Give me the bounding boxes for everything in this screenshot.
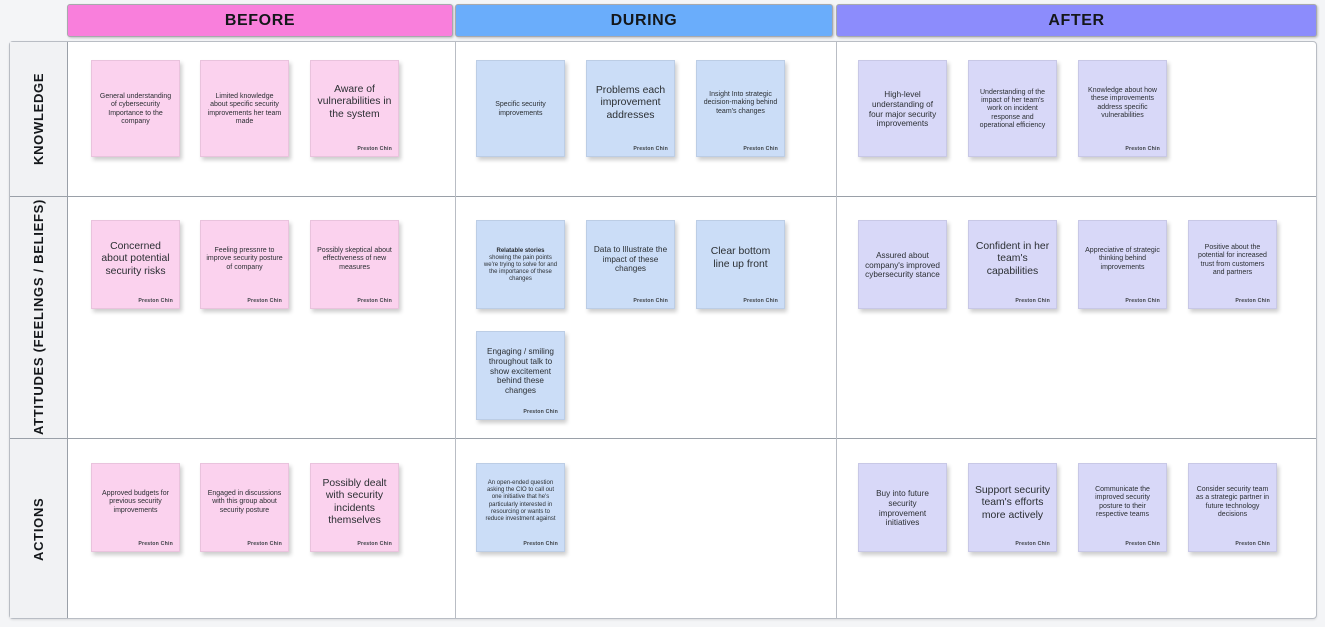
- row-divider-2: [10, 438, 1316, 439]
- sticky-note-text: Communicate the improved security postur…: [1095, 486, 1150, 518]
- sticky-note[interactable]: Positive about the potential for increas…: [1188, 220, 1277, 309]
- sticky-note-text: High-level understanding of four major s…: [868, 90, 937, 129]
- sticky-note-text: Assured about company's improved cyberse…: [865, 250, 940, 280]
- sticky-note[interactable]: General understanding of cybersecurity I…: [91, 60, 180, 157]
- column-header-after-label: AFTER: [1048, 11, 1105, 29]
- sticky-note[interactable]: Knowledge about how these improvements a…: [1078, 60, 1167, 157]
- sticky-note-author: Preston Chin: [1235, 298, 1270, 304]
- sticky-note-text: Support security team's efforts more act…: [974, 485, 1051, 521]
- matrix-grid: KNOWLEDGE ATTITUDES (FEELINGS / BELIEFS)…: [9, 41, 1317, 619]
- sticky-note-author: Preston Chin: [1015, 298, 1050, 304]
- sticky-note-author: Preston Chin: [1125, 298, 1160, 304]
- sticky-note[interactable]: High-level understanding of four major s…: [858, 60, 947, 157]
- sticky-note-author: Preston Chin: [1125, 146, 1160, 152]
- column-header-after[interactable]: AFTER: [836, 4, 1317, 37]
- sticky-note[interactable]: Confident in her team's capabilities Pre…: [968, 220, 1057, 309]
- row-label-column: [10, 42, 68, 618]
- sticky-note[interactable]: Consider security team as a strategic pa…: [1188, 463, 1277, 552]
- column-header-before[interactable]: BEFORE: [67, 4, 453, 37]
- sticky-note-author: Preston Chin: [247, 298, 282, 304]
- row-label-knowledge-text: KNOWLEDGE: [30, 72, 46, 166]
- sticky-note-author: Preston Chin: [357, 298, 392, 304]
- sticky-note[interactable]: Insight Into strategic decision-making b…: [696, 60, 785, 157]
- sticky-note-text: Appreciative of strategic thinking behin…: [1085, 247, 1160, 271]
- sticky-note-text: Consider security team as a strategic pa…: [1195, 486, 1270, 518]
- column-divider-2: [836, 42, 837, 618]
- sticky-note-text: Buy into future security improvement ini…: [876, 489, 929, 528]
- sticky-note-text: Understanding of the impact of her team'…: [979, 88, 1046, 129]
- sticky-note[interactable]: Feeling pressnre to improve security pos…: [200, 220, 289, 309]
- sticky-note[interactable]: Possibly dealt with security incidents t…: [310, 463, 399, 552]
- sticky-note-text: Limited knowledge about specific securit…: [207, 93, 282, 125]
- sticky-note[interactable]: Possibly skeptical about effectiveness o…: [310, 220, 399, 309]
- sticky-note-author: Preston Chin: [1125, 541, 1160, 547]
- sticky-note-text: General understanding of cybersecurity I…: [99, 93, 172, 125]
- sticky-note[interactable]: Relatable stories showing the pain point…: [476, 220, 565, 309]
- column-header-during[interactable]: DURING: [455, 4, 833, 37]
- sticky-note-text: Aware of vulnerabilities in the system: [317, 84, 392, 120]
- sticky-note-text: Positive about the potential for increas…: [1198, 244, 1267, 276]
- sticky-note-author: Preston Chin: [138, 541, 173, 547]
- sticky-note-text: Engaging / smiling throughout talk to sh…: [487, 347, 554, 395]
- sticky-note-text: Knowledge about how these improvements a…: [1088, 87, 1157, 119]
- sticky-note[interactable]: Engaging / smiling throughout talk to sh…: [476, 331, 565, 420]
- sticky-note[interactable]: Buy into future security improvement ini…: [858, 463, 947, 552]
- sticky-note[interactable]: Approved budgets for previous security i…: [91, 463, 180, 552]
- sticky-note[interactable]: Data to Illustrate the impact of these c…: [586, 220, 675, 309]
- sticky-note-author: Preston Chin: [138, 298, 173, 304]
- sticky-note-author: Preston Chin: [357, 146, 392, 152]
- row-label-attitudes-text: ATTITUDES (FEELINGS / BELIEFS): [30, 199, 46, 436]
- sticky-note[interactable]: Support security team's efforts more act…: [968, 463, 1057, 552]
- row-divider-1: [10, 196, 1316, 197]
- sticky-note[interactable]: Problems each improvement addresses Pres…: [586, 60, 675, 157]
- sticky-note-author: Preston Chin: [633, 298, 668, 304]
- sticky-note-author: Preston Chin: [743, 146, 778, 152]
- sticky-note-lead: Relatable stories: [496, 247, 545, 254]
- sticky-note[interactable]: Limited knowledge about specific securit…: [200, 60, 289, 157]
- sticky-note-text: Insight Into strategic decision-making b…: [703, 91, 778, 115]
- sticky-note-author: Preston Chin: [247, 541, 282, 547]
- sticky-note-text: showing the pain points we're trying to …: [483, 254, 558, 283]
- sticky-note-author: Preston Chin: [743, 298, 778, 304]
- sticky-note[interactable]: Clear bottom line up front Preston Chin: [696, 220, 785, 309]
- sticky-note-text: Concerned about potential security risks: [101, 241, 170, 277]
- column-header-before-label: BEFORE: [224, 11, 296, 29]
- sticky-note-author: Preston Chin: [357, 541, 392, 547]
- sticky-note-author: Preston Chin: [523, 409, 558, 415]
- sticky-note-text: Approved budgets for previous security i…: [102, 490, 169, 514]
- row-label-attitudes[interactable]: ATTITUDES (FEELINGS / BELIEFS): [10, 197, 68, 438]
- sticky-note-text: Engaged in discussions with this group a…: [207, 490, 282, 514]
- sticky-note-author: Preston Chin: [1235, 541, 1270, 547]
- row-label-actions[interactable]: ACTIONS: [10, 439, 68, 620]
- row-label-actions-text: ACTIONS: [30, 497, 46, 562]
- sticky-note[interactable]: An open-ended question asking the CIO to…: [476, 463, 565, 552]
- sticky-note[interactable]: Understanding of the impact of her team'…: [968, 60, 1057, 157]
- sticky-note[interactable]: Specific security improvements: [476, 60, 565, 157]
- column-header-during-label: DURING: [610, 11, 678, 29]
- sticky-note-author: Preston Chin: [633, 146, 668, 152]
- sticky-note-author: Preston Chin: [1015, 541, 1050, 547]
- row-label-knowledge[interactable]: KNOWLEDGE: [10, 42, 68, 196]
- sticky-note-text: Data to Illustrate the impact of these c…: [593, 244, 668, 274]
- sticky-note-text: Feeling pressnre to improve security pos…: [206, 247, 283, 271]
- sticky-note-text: Clear bottom line up front: [710, 246, 771, 270]
- sticky-note-text: Confident in her team's capabilities: [975, 241, 1050, 277]
- sticky-note[interactable]: Assured about company's improved cyberse…: [858, 220, 947, 309]
- sticky-note-text: Possibly dealt with security incidents t…: [322, 477, 387, 526]
- sticky-note-text: An open-ended question asking the CIO to…: [485, 480, 556, 522]
- sticky-note-text: Specific security improvements: [495, 101, 546, 117]
- sticky-note-text: Problems each improvement addresses: [595, 85, 666, 121]
- sticky-note[interactable]: Appreciative of strategic thinking behin…: [1078, 220, 1167, 309]
- sticky-note-text: Possibly skeptical about effectiveness o…: [317, 247, 392, 271]
- sticky-note[interactable]: Aware of vulnerabilities in the system P…: [310, 60, 399, 157]
- sticky-note-author: Preston Chin: [523, 541, 558, 547]
- sticky-note[interactable]: Communicate the improved security postur…: [1078, 463, 1167, 552]
- sticky-note[interactable]: Engaged in discussions with this group a…: [200, 463, 289, 552]
- sticky-note[interactable]: Concerned about potential security risks…: [91, 220, 180, 309]
- column-divider-1: [455, 42, 456, 618]
